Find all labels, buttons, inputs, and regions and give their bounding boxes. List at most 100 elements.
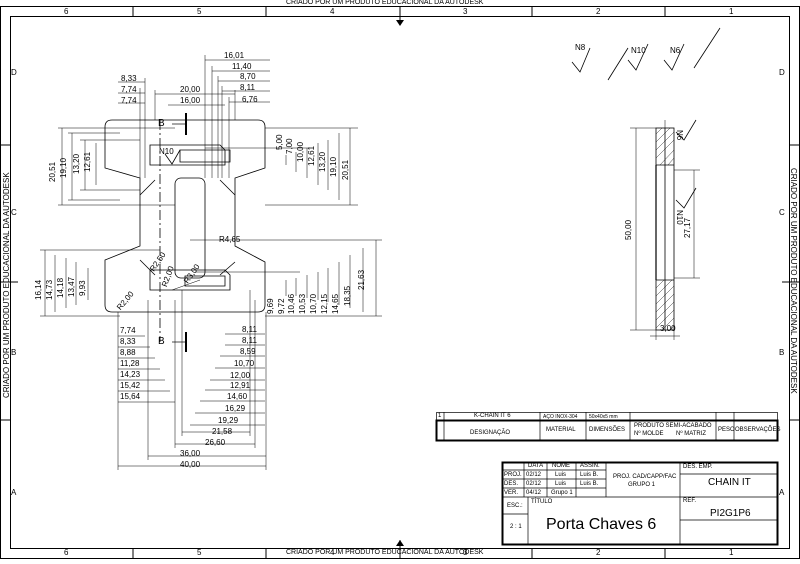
dim-bottom-right: 16,29 <box>225 404 246 413</box>
tb-row-nome: Luis <box>555 481 567 487</box>
dimension-lines-right-lower <box>190 239 382 317</box>
dim-top: 8,11 <box>240 83 255 92</box>
parts-header: OBSERVAÇÕES <box>735 427 781 433</box>
dim-right-lower: 10,53 <box>298 293 307 314</box>
tb-col-data: DATA <box>528 463 544 469</box>
parts-header: DIMENSÕES <box>589 427 626 433</box>
row-letter: A <box>779 488 785 497</box>
row-letter: B <box>779 348 785 357</box>
tb-row-data: 04/12 <box>526 490 542 496</box>
dim-right-upper: 19,10 <box>329 156 338 177</box>
row-letter: B <box>11 348 17 357</box>
dim-left-upper: 13,20 <box>72 153 81 174</box>
tb-titulo-value: Porta Chaves 6 <box>546 516 657 533</box>
parts-header: DESIGNAÇÃO <box>470 430 511 436</box>
dim-left-lower: 9,93 <box>78 280 87 296</box>
dim-top: 6,76 <box>242 95 258 104</box>
radius-leader <box>171 279 201 291</box>
dim-bottom-right: 14,60 <box>227 392 248 401</box>
tb-des-emp-value: CHAIN IT <box>708 477 751 488</box>
col-number: 1 <box>729 548 734 557</box>
col-number: 3 <box>463 7 468 16</box>
center-arrow-bottom <box>396 540 404 546</box>
center-arrow-top <box>396 20 404 26</box>
col-number: 2 <box>596 7 601 16</box>
dim-right-lower: 10,46 <box>287 293 296 314</box>
tb-row-label: VER. <box>504 490 519 496</box>
dim-right-lower: 9,72 <box>277 298 286 314</box>
dimension-lines-left-lower <box>40 249 160 317</box>
dim-top-left: 7,74 <box>121 85 137 94</box>
side-dim-height: 50,00 <box>624 219 633 240</box>
parts-row-designation: K-CHAIN IT 6 <box>474 413 511 419</box>
dim-bottom-right: 36,00 <box>180 449 201 458</box>
side-surface-n10: N10 <box>675 210 684 225</box>
row-letter: C <box>11 208 17 217</box>
col-number: 2 <box>596 548 601 557</box>
row-letter: D <box>11 68 17 77</box>
dim-right-upper: 5,00 <box>275 134 284 150</box>
parts-row-material: AÇO INOX-304 <box>543 414 578 420</box>
tb-row-nome: Luis <box>555 472 567 478</box>
col-number: 4 <box>330 548 335 557</box>
tb-row-data: 02/12 <box>526 472 542 478</box>
tb-col-nome: NOME <box>552 463 570 469</box>
side-view <box>655 127 675 331</box>
dim-bottom-right: 8,59 <box>240 347 256 356</box>
col-number: 4 <box>330 7 335 16</box>
dim-right-lower: 18,35 <box>343 285 352 306</box>
tb-col-assin: ASSIN. <box>580 463 600 469</box>
dim-top: 8,70 <box>240 72 256 81</box>
tb-row-assin: Luis B. <box>580 481 599 487</box>
dim-bottom-right: 19,29 <box>218 416 239 425</box>
col-number: 5 <box>197 548 202 557</box>
side-dim-inner: 27,17 <box>683 217 692 238</box>
tb-esc-label: ESC.: <box>507 503 523 509</box>
dim-bottom-right: 26,60 <box>205 438 226 447</box>
parts-list-table <box>435 412 779 442</box>
tb-titulo-label: TÍTULO <box>531 499 553 505</box>
dimension-lines-bottom <box>117 290 267 470</box>
parts-row-dimensions: 50x40x5 mm <box>589 414 618 420</box>
tb-esc-value: 2 : 1 <box>510 524 522 530</box>
dim-top-left: 7,74 <box>121 96 137 105</box>
side-view-dims <box>630 120 700 340</box>
dim-right-upper: 10,00 <box>296 141 305 162</box>
section-label-bottom: B <box>158 336 165 347</box>
radius-label: R4,65 <box>219 235 241 244</box>
parts-header: PRODUTO SEMI-ACABADO <box>634 423 712 429</box>
row-letter: A <box>11 488 17 497</box>
dim-top: 11,40 <box>232 62 252 71</box>
tb-ref-label: REF. <box>683 498 697 504</box>
title-block-frame <box>501 461 779 546</box>
col-number: 3 <box>463 548 468 557</box>
tb-row-label: PROJ. <box>504 472 522 478</box>
dim-left-upper: 12,61 <box>83 151 92 172</box>
col-number: 6 <box>64 7 69 16</box>
watermark-top: CRIADO POR UM PRODUTO EDUCACIONAL DA AUT… <box>286 0 484 6</box>
parts-row-num: 1 <box>438 413 442 419</box>
watermark-right: CRIADO POR UM PRODUTO EDUCACIONAL DA AUT… <box>789 168 798 394</box>
front-n10-label: N10 <box>159 147 174 156</box>
dimension-lines-top <box>118 55 270 178</box>
tb-row-label: DES. <box>504 481 519 487</box>
dim-bottom-left: 8,33 <box>120 337 136 346</box>
side-dim-thickness: 3,00 <box>660 324 676 333</box>
dim-left-lower: 16,14 <box>34 279 43 300</box>
parts-header: Nº MATRIZ <box>676 431 707 437</box>
dim-left-lower: 13,47 <box>67 276 76 297</box>
dim-right-upper: 20,51 <box>341 159 350 180</box>
dim-right-upper: 13,20 <box>318 151 327 172</box>
surface-n6: N6 <box>670 46 681 55</box>
dimension-lines-left-upper <box>58 127 175 206</box>
watermark-bottom: CRIADO POR UM PRODUTO EDUCACIONAL DA AUT… <box>286 549 484 556</box>
dim-top-center: 16,00 <box>180 96 201 105</box>
dim-bottom-right: 12,91 <box>230 381 251 390</box>
tb-row-data: 02/12 <box>526 481 542 487</box>
row-letter: D <box>779 68 785 77</box>
dim-left-lower: 14,73 <box>45 279 54 300</box>
surface-n8: N8 <box>575 43 586 52</box>
dim-right-lower: 9,69 <box>266 298 275 314</box>
side-view-hatch <box>655 127 675 331</box>
dim-top: 16,01 <box>224 51 245 60</box>
